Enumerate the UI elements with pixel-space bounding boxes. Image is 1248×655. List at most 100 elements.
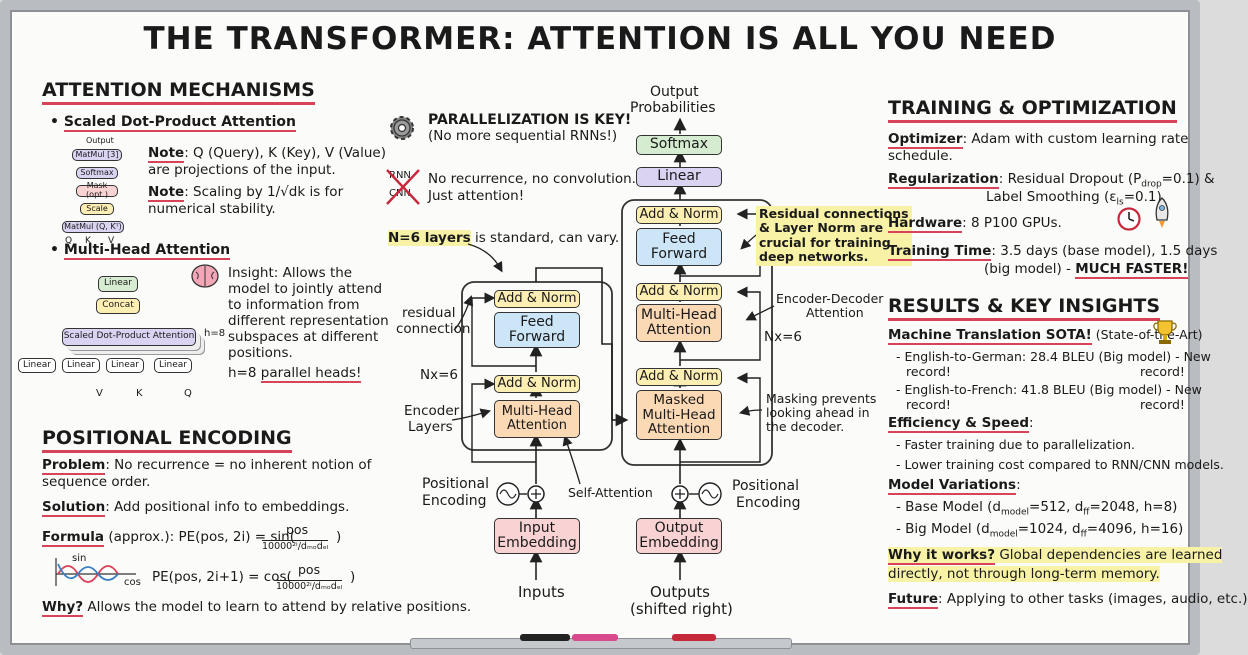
sdpa-mask: Mask (opt.)	[76, 181, 118, 199]
solution-line: Solution: Add positional info to embeddi…	[42, 499, 350, 517]
heads-note: h=8 parallel heads!	[228, 365, 362, 383]
formula-text: (approx.): PE(pos, 2i) = sin(	[104, 529, 295, 545]
sdpa-q-label: Q	[65, 236, 73, 246]
why-works-text-2: directly, not through long-term memory.	[888, 566, 1160, 582]
residual-note-2: & Layer Norm are	[759, 220, 884, 236]
insight-line-4: different representation	[228, 313, 389, 329]
sdpa-title: • Scaled Dot-Product Attention	[50, 114, 296, 132]
mask-note-3: the decoder.	[766, 419, 845, 434]
input-embedding: Input Embedding	[494, 518, 580, 554]
sdpa-scale: Scale	[80, 203, 114, 215]
solution-text: : Add positional info to embeddings.	[105, 499, 350, 515]
attention-heading: ATTENTION MECHANISMS	[42, 79, 315, 105]
mha-h-label: h=8	[204, 328, 226, 339]
nx-decoder: Nx=6	[764, 329, 802, 345]
big-c: =4096, h=16)	[1086, 521, 1184, 537]
marker-black[interactable]	[520, 634, 570, 641]
decoder-masked-attention: Masked Multi-Head Attention	[636, 390, 722, 440]
linear-box: Linear	[636, 167, 722, 187]
formula2-close: )	[350, 569, 356, 585]
base-a: - Base Model (d	[896, 499, 1001, 515]
optimizer-text: : Adam with custom learning rate	[962, 131, 1189, 147]
positional-heading: POSITIONAL ENCODING	[42, 427, 292, 453]
big-model-line: - Big Model (dmodel=1024, dff=4096, h=16…	[896, 521, 1184, 540]
base-sub: model	[1001, 507, 1030, 518]
mha-diagram: Linear Concat Scaled Dot-Product Attenti…	[18, 266, 225, 402]
marker-red[interactable]	[672, 634, 716, 641]
en-fr-line-2: record!	[906, 397, 951, 412]
main-title: THE TRANSFORMER: ATTENTION IS ALL YOU NE…	[143, 21, 1057, 57]
mha-linear-4: Linear	[154, 358, 192, 373]
training-heading: TRAINING & OPTIMIZATION	[888, 97, 1177, 123]
note2-line2: numerical stability.	[148, 201, 276, 217]
formula-den: 10000²ⁱ/dₘₒdₑₗ	[262, 540, 329, 552]
encdec-label-1: Encoder-Decoder	[776, 291, 884, 306]
decoder-feed-forward: Feed Forward	[636, 228, 722, 266]
output-embedding: Output Embedding	[636, 518, 722, 554]
encoder-layers-1: Encoder	[404, 403, 460, 419]
layers-highlight: N=6 layers	[388, 230, 471, 246]
why-works-line-2: directly, not through long-term memory.	[888, 566, 1160, 583]
sdpa-title-text: Scaled Dot-Product Attention	[63, 114, 296, 132]
why-line: Why? Allows the model to learn to attend…	[42, 599, 472, 617]
rnn-label: RNN	[389, 170, 411, 181]
note2-text: : Scaling by 1/√dk is for	[184, 184, 344, 200]
residual-note: Residual connections & Layer Norm are cr…	[756, 206, 912, 266]
heads-prefix: h=8	[228, 365, 261, 381]
layers-note: N=6 layers is standard, can vary.	[388, 230, 619, 247]
sdpa-matmul-top: MatMul [3]	[72, 149, 122, 161]
training-time-line-2: (big model) - MUCH FASTER!	[984, 261, 1189, 279]
nx-encoder: Nx=6	[420, 367, 458, 383]
sdpa-v-label: V	[108, 236, 115, 246]
mask-note-1: Masking prevents	[766, 391, 877, 406]
encoder-add-norm-bottom: Add & Norm	[494, 375, 580, 393]
regularization-text: : Residual Dropout (P	[998, 171, 1142, 187]
self-attention-label: Self-Attention	[568, 485, 653, 500]
encdec-label-2: Attention	[806, 305, 864, 320]
training-time-text-2: (big model) -	[984, 261, 1076, 277]
formula-num: pos	[286, 522, 309, 537]
reg-sub-2: ls	[1116, 197, 1124, 208]
base-model-line: - Base Model (dmodel=512, dff=2048, h=8)	[896, 499, 1178, 518]
sin-cos-wave-icon	[55, 558, 136, 586]
reg-sub: drop	[1141, 179, 1162, 190]
norec-line-2: Just attention!	[428, 188, 525, 204]
why-text: Allows the model to learn to attend by r…	[83, 599, 472, 615]
big-b: =1024, d	[1017, 521, 1081, 537]
sdpa-matmul-bottom: MatMul (Q, Kᵀ)	[62, 221, 124, 233]
regularization-line: Regularization: Residual Dropout (Pdrop=…	[888, 171, 1215, 190]
base-c: =2048, h=8)	[1089, 499, 1178, 515]
residual-note-4: deep networks.	[759, 249, 869, 265]
mha-concat: Concat	[96, 298, 140, 314]
marker-pink[interactable]	[572, 634, 618, 641]
residual-note-1: Residual connections	[759, 206, 909, 221]
problem-text: : No recurrence = no inherent notion of	[105, 457, 372, 473]
big-sub2: ff	[1080, 529, 1087, 540]
note2: Note: Scaling by 1/√dk is for	[148, 184, 344, 202]
en-fr-line-3: record!	[1140, 397, 1185, 412]
formula-label: Formula	[42, 529, 105, 547]
cnn-label: CNN	[389, 188, 411, 199]
why-works-text: Global dependencies are learned	[995, 547, 1223, 563]
big-a: - Big Model (d	[896, 521, 990, 537]
mha-title: • Multi-Head Attention	[50, 242, 231, 260]
optimizer-label: Optimizer	[888, 131, 963, 149]
pos-enc-left-1: Positional	[422, 476, 489, 492]
gear-icon	[390, 116, 414, 140]
insight-line-6: positions.	[228, 345, 293, 361]
mt-sub: (State-of-the-Art)	[1091, 327, 1203, 342]
insight-line-3: to information from	[228, 297, 360, 313]
brain-icon	[191, 264, 219, 288]
pos-enc-right-2: Encoding	[736, 495, 801, 511]
no-rnn-cnn-icon: RNN CNN	[385, 168, 421, 206]
en-fr-line: - English-to-French: 41.8 BLEU (Big mode…	[896, 382, 1202, 397]
regularization-text-2: Label Smoothing (ε	[986, 189, 1117, 205]
mask-note-2: looking ahead in	[766, 405, 870, 420]
wave-cos-label: cos	[124, 577, 141, 588]
hardware-label: Hardware	[888, 215, 963, 233]
hardware-text: : 8 P100 GPUs.	[962, 215, 1062, 231]
note1-label: Note	[148, 145, 185, 163]
outputs-label-2: (shifted right)	[630, 600, 733, 618]
mha-linear-1: Linear	[18, 358, 56, 373]
parallel-title: PARALLELIZATION IS KEY!	[428, 112, 632, 128]
